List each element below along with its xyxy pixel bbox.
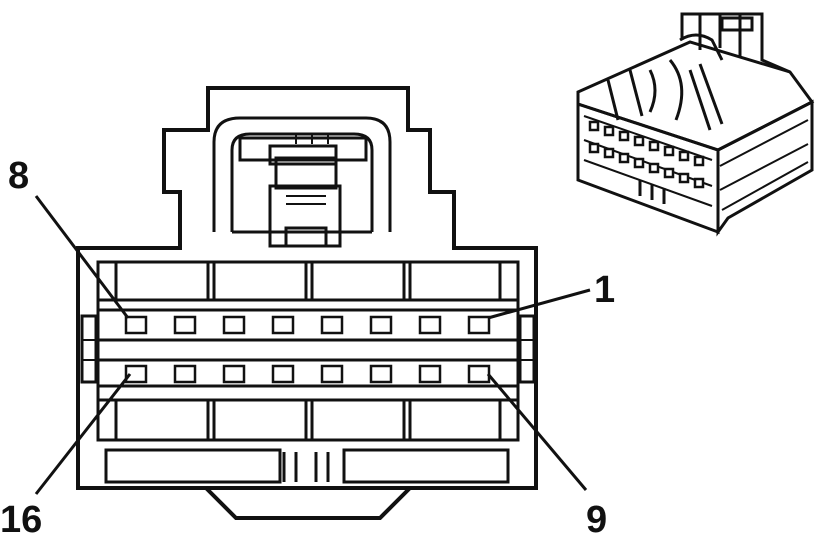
pin-row-top	[124, 315, 491, 335]
iso-pin-cavity	[663, 167, 675, 179]
iso-pin-cavity	[648, 162, 660, 174]
pin-cavity-2	[418, 315, 442, 335]
bottom-slots	[104, 448, 510, 484]
pin-label-9: 9	[586, 499, 607, 538]
pin-label-16: 16	[0, 499, 42, 538]
iso-pin-cavity	[603, 125, 615, 137]
side-keys	[80, 314, 536, 384]
pin-cavity-16	[124, 364, 148, 384]
pin-cavity-12	[320, 364, 344, 384]
iso-pin-cavity	[633, 157, 645, 169]
isometric-pin-cavities	[588, 120, 705, 189]
callout-lines	[34, 195, 591, 495]
iso-pin-cavity	[693, 155, 705, 167]
pin-cavity-3	[369, 315, 393, 335]
iso-pin-cavity	[588, 120, 600, 132]
latch-assembly	[212, 116, 392, 248]
pin-cavity-8	[124, 315, 148, 335]
pin-cavity-11	[369, 364, 393, 384]
iso-pin-cavity	[693, 177, 705, 189]
iso-pin-cavity	[618, 152, 630, 164]
pin-cavity-5	[271, 315, 295, 335]
iso-pin-cavity	[633, 135, 645, 147]
pin-cavity-14	[222, 364, 246, 384]
connector-isometric-view	[576, 12, 815, 237]
iso-pin-cavity	[618, 130, 630, 142]
iso-pin-cavity	[588, 142, 600, 154]
pin-label-1: 1	[594, 269, 615, 311]
pin-rails	[96, 300, 520, 400]
pin-row-bottom	[124, 364, 491, 384]
pin-cavity-7	[173, 315, 197, 335]
upper-cavity-row	[96, 260, 520, 302]
pin-cavity-4	[320, 315, 344, 335]
pin-cavity-13	[271, 364, 295, 384]
iso-pin-cavity	[663, 145, 675, 157]
pin-cavity-6	[222, 315, 246, 335]
pin-cavity-1	[467, 315, 491, 335]
iso-pin-cavity	[678, 172, 690, 184]
iso-pin-cavity	[648, 140, 660, 152]
pin-label-8: 8	[8, 155, 29, 197]
connector-face-outline	[76, 86, 538, 520]
lower-cavity-row	[96, 398, 520, 442]
pin-cavity-15	[173, 364, 197, 384]
iso-pin-cavity	[603, 147, 615, 159]
iso-pin-cavity	[678, 150, 690, 162]
pin-cavity-10	[418, 364, 442, 384]
pin-cavity-9	[467, 364, 491, 384]
